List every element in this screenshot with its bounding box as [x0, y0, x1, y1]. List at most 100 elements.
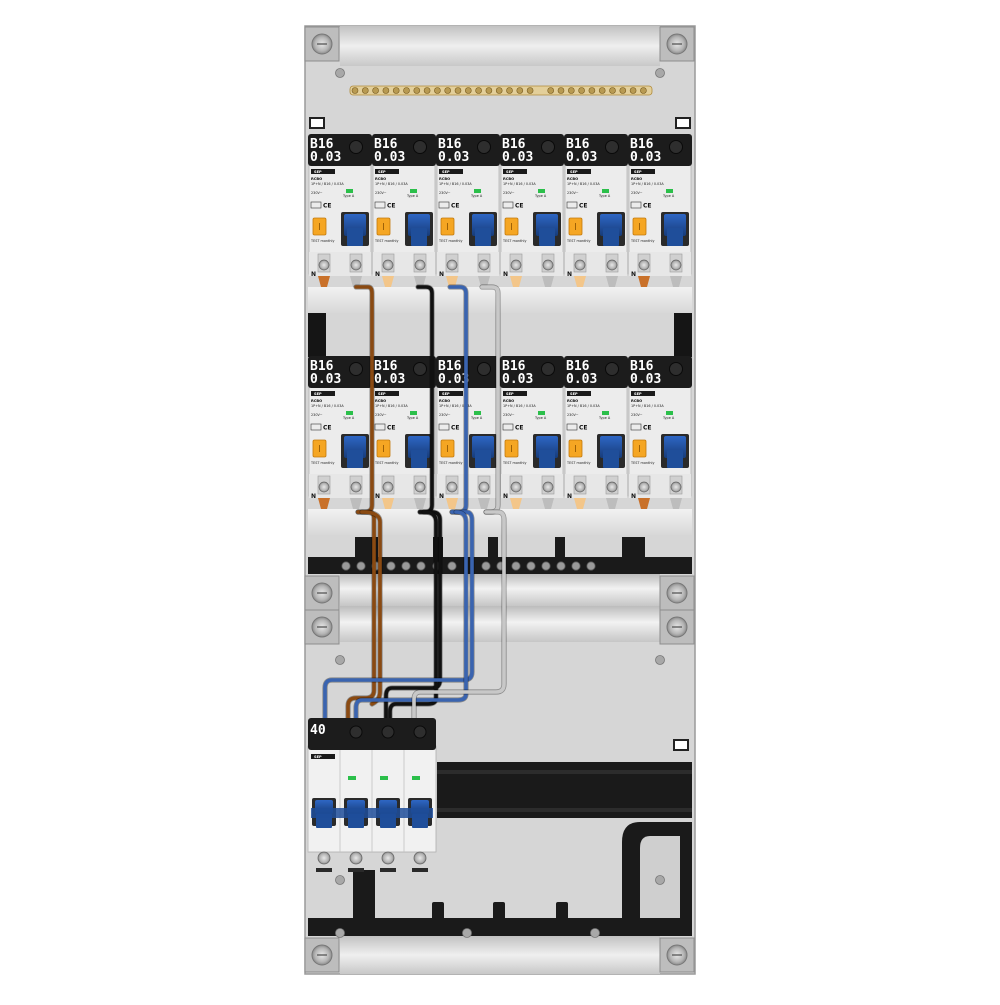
neutral-wire-end — [318, 276, 330, 287]
terminal-screw-icon[interactable] — [542, 481, 554, 493]
brand-strip — [311, 754, 335, 759]
terminal-screw-icon[interactable] — [574, 259, 586, 271]
terminal-screw-icon[interactable] — [414, 481, 426, 493]
toggle-lever[interactable] — [603, 228, 619, 246]
header-screw-icon — [669, 362, 683, 376]
terminal-screw-icon[interactable] — [413, 851, 427, 865]
status-led — [666, 189, 673, 193]
brand-strip — [375, 169, 399, 174]
line-wire-end — [606, 276, 618, 287]
terminal-screw-icon[interactable] — [638, 259, 650, 271]
rcbo-rating: B16 — [566, 359, 590, 374]
toggle-lever[interactable] — [667, 450, 683, 468]
terminal-screw-icon[interactable] — [478, 259, 490, 271]
toggle-lever[interactable] — [667, 228, 683, 246]
test-label: TEST monthly — [566, 239, 590, 243]
terminal-screw-icon[interactable] — [670, 259, 682, 271]
model-label: RCBO — [503, 177, 514, 181]
terminal-screw-icon[interactable] — [446, 259, 458, 271]
wiring — [322, 284, 507, 721]
terminal-screw-icon[interactable] — [350, 481, 362, 493]
neutral-terminal — [511, 561, 521, 571]
toggle-lever[interactable] — [411, 450, 427, 468]
busbar-terminal — [516, 87, 524, 94]
terminal-screw-icon[interactable] — [318, 481, 330, 493]
status-led — [410, 411, 417, 415]
toggle-lever[interactable] — [603, 450, 619, 468]
rcbo-rating: B16 — [566, 137, 590, 152]
neutral-wire-end — [574, 498, 586, 509]
terminal-screw-icon[interactable] — [381, 851, 395, 865]
terminal-cover — [348, 868, 364, 872]
terminal-screw-icon[interactable] — [510, 259, 522, 271]
toggle-lever[interactable] — [475, 450, 491, 468]
main-switch-brand: SEP — [314, 755, 322, 759]
terminal-screw-icon[interactable] — [382, 259, 394, 271]
header-screw-icon — [413, 362, 427, 376]
spec-label: 1P+N / B16 / 0.03A — [503, 404, 536, 408]
cert-mark-icon — [566, 201, 578, 209]
terminal-screw-icon[interactable] — [350, 259, 362, 271]
toggle-lever[interactable] — [539, 228, 555, 246]
terminal-screw-icon[interactable] — [349, 851, 363, 865]
status-led — [410, 189, 417, 193]
terminal-screw-icon[interactable] — [606, 259, 618, 271]
toggle-lever[interactable] — [475, 228, 491, 246]
rcbo-sensitivity: 0.03 — [438, 150, 469, 165]
voltage-label: 230V~ — [439, 191, 451, 195]
terminal-screw-icon[interactable] — [478, 481, 490, 493]
neutral-label: N — [375, 271, 380, 278]
wire-blue-lower — [323, 510, 474, 720]
voltage-label: 230V~ — [567, 413, 579, 417]
model-label: RCBO — [311, 177, 322, 181]
terminal-screw-icon[interactable] — [542, 259, 554, 271]
terminal-screw-icon[interactable] — [414, 259, 426, 271]
terminal-screw-icon[interactable] — [382, 481, 394, 493]
brand-label: SEP — [570, 392, 578, 396]
toggle-lever[interactable] — [411, 228, 427, 246]
neutral-terminal — [401, 561, 411, 571]
cert-mark-icon — [566, 423, 578, 431]
line-wire-end — [606, 498, 618, 509]
terminal-screw-icon[interactable] — [446, 481, 458, 493]
voltage-label: 230V~ — [503, 191, 515, 195]
rcbo-rating: B16 — [438, 359, 462, 374]
type-label: Type A — [406, 194, 419, 198]
fixing-screw — [462, 928, 472, 938]
terminal-screw-icon[interactable] — [574, 481, 586, 493]
rcbo-rating: B16 — [310, 137, 334, 152]
ce-mark-icon: CE — [451, 425, 460, 432]
toggle-lever[interactable] — [347, 450, 363, 468]
wire-black-b — [388, 510, 438, 720]
header-screw-icon — [381, 725, 395, 739]
spec-label: 1P+N / B16 / 0.03A — [375, 404, 408, 408]
terminal-screw-icon[interactable] — [510, 481, 522, 493]
rcbo-sensitivity: 0.03 — [438, 372, 469, 387]
terminal-screw-icon[interactable] — [318, 259, 330, 271]
voltage-label: 230V~ — [503, 413, 515, 417]
terminal-screw-icon[interactable] — [606, 481, 618, 493]
model-label: RCBO — [567, 399, 578, 403]
brand-label: SEP — [314, 170, 322, 174]
terminal-screw-icon[interactable] — [317, 851, 331, 865]
terminal-screw-icon[interactable] — [670, 481, 682, 493]
fixing-screw — [335, 655, 345, 665]
terminal-screw-icon[interactable] — [638, 481, 650, 493]
toggle-lever[interactable] — [539, 450, 555, 468]
neutral-label: N — [631, 493, 636, 500]
toggle-lever[interactable] — [347, 228, 363, 246]
